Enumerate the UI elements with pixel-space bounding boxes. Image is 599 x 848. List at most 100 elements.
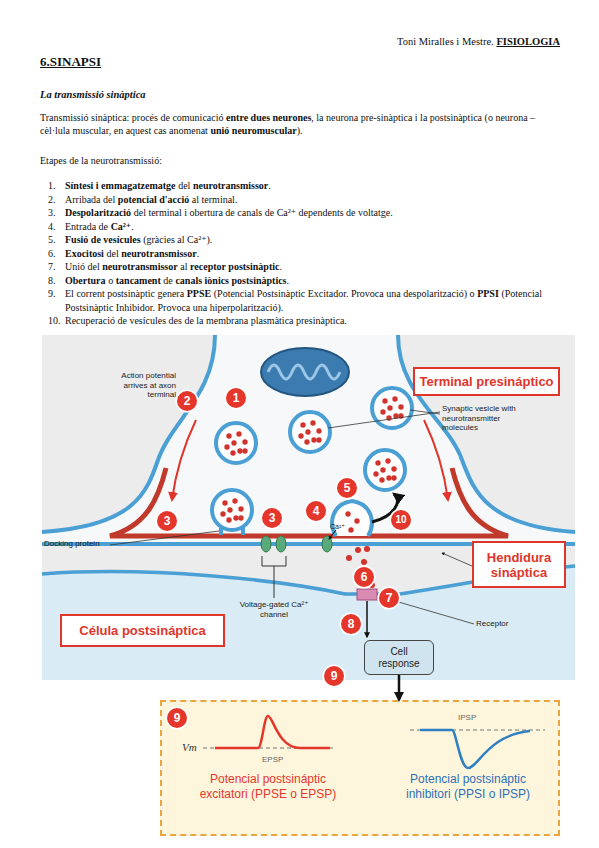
header-line: Toni Miralles i Mestre.FISIOLOGIA (388, 35, 560, 48)
leader-line (328, 410, 440, 428)
text-run: tancament (116, 275, 161, 286)
neurotransmitter-dot (346, 555, 352, 561)
text-run: . (287, 275, 290, 286)
leader-line (110, 531, 219, 545)
neurotransmitter-dot (354, 518, 359, 523)
list-number: 7. (48, 260, 56, 274)
text-run: unió neuromuscular (210, 125, 296, 136)
text-run: ). (297, 125, 303, 136)
annotation: Synaptic vesicle with neurotransmitter m… (442, 404, 537, 433)
neurotransmitter-dot (355, 547, 361, 553)
text-run: Unió del (65, 261, 100, 272)
fusing-vesicle (332, 501, 372, 536)
list-number: 2. (48, 193, 56, 207)
docked-vesicle (212, 490, 252, 530)
calcium-channel (276, 536, 286, 552)
list-number: 6. (48, 247, 56, 261)
callout-number: 10 (391, 510, 411, 530)
box-text: Terminal presináptico (419, 374, 553, 389)
calcium-channel (261, 536, 271, 552)
region-label-box: Hendidura sináptica (472, 541, 566, 588)
annotation: Docking protein (44, 539, 110, 549)
neurotransmitter-dot (364, 546, 370, 552)
callout-number: 5 (337, 478, 357, 498)
synaptic-vesicle (216, 423, 256, 463)
mitochondrion (261, 348, 349, 396)
list-number: 1. (48, 179, 56, 193)
text-run: del (106, 248, 118, 259)
list-item: 3.Despolaritzaciódel terminal i obertura… (48, 206, 563, 220)
text-run: canals iònics postsinàptics (175, 275, 286, 286)
callout-number: 3 (157, 511, 177, 531)
text-run: Entrada de (65, 221, 108, 232)
leader-line (442, 553, 472, 566)
illustration-background (42, 335, 575, 680)
callout-number: 3 (262, 508, 282, 528)
text-run: de (163, 275, 172, 286)
text-run: al (180, 261, 187, 272)
box-text: Célula postsináptica (79, 623, 205, 638)
list-item: 5.Fusió de vesícules(gràcies al Ca²⁺). (48, 233, 563, 247)
synaptic-vesicle (365, 450, 405, 490)
text-run: (gràcies al Ca²⁺). (143, 234, 212, 245)
synaptic-vesicle (372, 388, 412, 428)
trace-label: IPSP (458, 713, 476, 723)
box-text: Cell response (373, 646, 425, 670)
callout-number: 9 (324, 666, 344, 686)
box-text: Hendidura sináptica (478, 550, 560, 580)
list-item: 9.El corrent postsinàptic generaPPSE(Pot… (48, 287, 563, 314)
synaptic-vesicle (290, 412, 330, 452)
text-run: neurotransmissor (102, 261, 177, 272)
list-number: 3. (48, 206, 56, 220)
trace-label: EPSP (262, 755, 283, 765)
numbered-list: 1.Síntesi i emmagatzematgedelneurotransm… (48, 179, 563, 328)
text-run: del (178, 180, 190, 191)
text-run: Exocitosi (65, 248, 104, 259)
presynaptic-terminal (42, 335, 575, 544)
text-run: . (268, 180, 271, 191)
text-run: Síntesi i emmagatzematge (65, 180, 176, 191)
text-run: (Potencial Postsinàptic Excitador. Provo… (214, 288, 475, 299)
callout-number: 8 (341, 614, 361, 634)
callout-number: 1 (226, 388, 246, 408)
panel-caption: Potencial postsináptic excitatori (PPSE … (188, 772, 348, 802)
text-run: Toni Miralles i Mestre. (397, 36, 494, 47)
depolarized-membrane (110, 468, 508, 536)
page-title: 6.SINAPSI (40, 54, 101, 70)
terminal-membrane (398, 335, 575, 532)
signal-arrow (366, 601, 368, 637)
list-item: 6.Exocitosidelneurotransmissor. (48, 247, 563, 261)
text-run: FISIOLOGIA (496, 36, 560, 47)
potential-panel: Potencial postsináptic excitatori (PPSE … (160, 700, 560, 836)
text-run: Recuperació de vesícules des de la membr… (65, 315, 347, 326)
text-run: al terminal. (192, 194, 238, 205)
text-run: PPSE (187, 288, 211, 299)
callout-number: 7 (379, 588, 399, 608)
text-run: . (131, 221, 134, 232)
panel-caption: Potencial postsináptic inhibitori (PPSI … (388, 772, 548, 802)
callout-number: 4 (306, 501, 326, 521)
text-run: Obertura (65, 275, 106, 286)
text-run: Arribada del (65, 194, 115, 205)
text-run: Transmissió sinàptica: procés de comunic… (40, 112, 223, 123)
ion-label: Ca²⁺ (330, 522, 345, 532)
annotation: Receptor (476, 619, 508, 629)
calcium-entry-arrow (329, 530, 336, 539)
list-number: 10. (48, 314, 61, 328)
text-run: El corrent postsinàptic genera (65, 288, 184, 299)
text-run: entre dues neurones (226, 112, 311, 123)
list-item: 7.Unió delneurotransmissoralreceptor pos… (48, 260, 563, 274)
annotation: Action potential arrives at axon termina… (96, 371, 176, 400)
list-number: 8. (48, 274, 56, 288)
text-run: Fusió de vesícules (65, 234, 141, 245)
flow-arrow (398, 675, 401, 700)
axis-label: Vm (182, 741, 197, 753)
list-item: 8. Oberturaotancamentdecanals iònics post… (48, 274, 563, 288)
list-item: 1.Síntesi i emmagatzematgedelneurotransm… (48, 179, 563, 193)
text-run: PPSI (477, 288, 499, 299)
text-run: o (108, 275, 113, 286)
mitochondrion-cristae (268, 365, 340, 379)
neurotransmitter-dot (348, 527, 353, 532)
text-run: Despolarització (65, 207, 131, 218)
